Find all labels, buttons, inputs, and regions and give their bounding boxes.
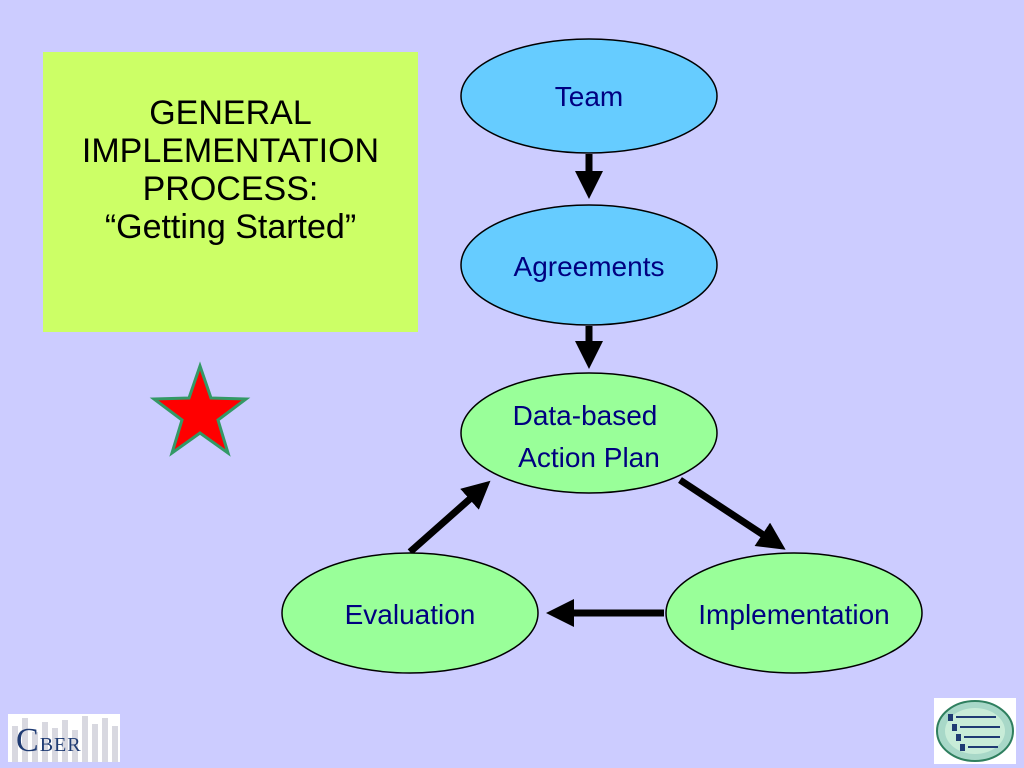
cber-initial: C (16, 722, 40, 759)
node-evaluation: Evaluation (281, 552, 539, 674)
arrow-action-plan-to-implementation (678, 477, 786, 550)
bar-graph-icon (12, 716, 118, 762)
title-line-3: PROCESS: (142, 169, 319, 208)
slide-title: GENERAL IMPLEMENTATION PROCESS: “Getting… (82, 94, 379, 246)
arrow-evaluation-to-action-plan (407, 480, 491, 555)
node-evaluation-label: Evaluation (345, 599, 476, 630)
node-agreements: Agreements (460, 204, 718, 326)
cber-wordmark: CBER (16, 722, 82, 760)
star-icon (149, 361, 251, 457)
pbis-logo-icon (934, 698, 1016, 764)
node-agreements-label: Agreements (514, 251, 665, 282)
node-implementation: Implementation (665, 552, 923, 674)
title-line-4: “Getting Started” (104, 207, 357, 246)
node-action-plan: Data-based Action Plan (460, 372, 718, 494)
node-team: Team (460, 38, 718, 154)
node-action-plan-label-line1: Data-based (513, 400, 658, 431)
title-line-1: GENERAL (149, 93, 312, 132)
title-line-2: IMPLEMENTATION (81, 131, 380, 170)
cber-rest: BER (39, 734, 82, 756)
node-action-plan-label-line2: Action Plan (518, 442, 660, 473)
cber-logo: CBER (8, 714, 120, 762)
title-box: GENERAL IMPLEMENTATION PROCESS: “Getting… (43, 52, 418, 332)
node-implementation-label: Implementation (698, 599, 889, 630)
node-team-label: Team (555, 81, 623, 112)
